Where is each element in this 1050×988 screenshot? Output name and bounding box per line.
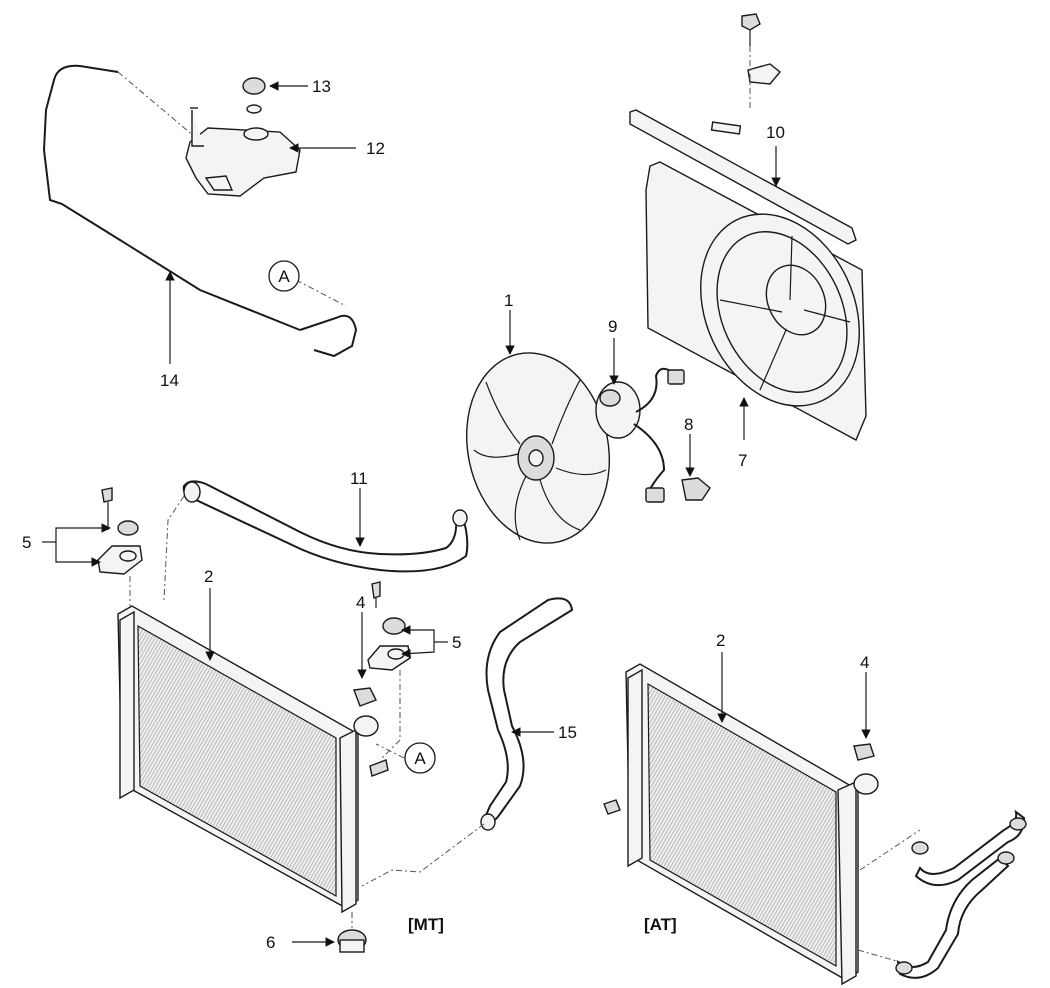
upper-hose-11 (163, 480, 469, 601)
callout-15: 15 (558, 723, 577, 742)
callout-8: 8 (684, 415, 693, 434)
callout-labels: 1 2 2 4 4 5 5 6 7 8 9 10 11 12 13 14 15 (22, 77, 869, 952)
oil-cooler-lines (857, 809, 1027, 979)
callout-1: 1 (504, 291, 513, 310)
cap-13 (242, 77, 266, 114)
cooling-fan-1 (465, 352, 611, 544)
fan-motor-9 (595, 367, 685, 503)
leader-lines (42, 81, 871, 947)
callout-14: 14 (160, 371, 179, 390)
resistor-8 (681, 477, 711, 501)
callout-7: 7 (738, 451, 747, 470)
reference-marker-a-bottom: A (375, 742, 436, 774)
overflow-hose-14 (42, 64, 358, 358)
callout-12: 12 (366, 139, 385, 158)
callout-6: 6 (266, 933, 275, 952)
bracket-set-5-right (367, 581, 411, 777)
callout-2-at: 2 (716, 631, 725, 650)
callout-4-mt: 4 (356, 593, 365, 612)
reference-marker-a-top: A (268, 260, 300, 292)
callout-5-left: 5 (22, 533, 31, 552)
ref-a-top-label: A (278, 267, 290, 286)
callout-9: 9 (608, 317, 617, 336)
ref-a-bottom-label: A (414, 749, 426, 768)
callout-11: 11 (350, 469, 368, 488)
lower-hose-15 (361, 597, 574, 887)
drain-plug-6 (337, 912, 367, 953)
bracket-set-5-left (97, 487, 143, 606)
callout-4-at: 4 (860, 653, 869, 672)
bolt-top (741, 13, 781, 110)
reservoir-12 (185, 107, 301, 197)
shroud-bracket-10 (629, 109, 857, 245)
variant-label-mt: [MT] (408, 915, 444, 934)
callout-5-right: 5 (452, 633, 461, 652)
callout-10: 10 (766, 123, 785, 142)
radiator-mt-2 (117, 605, 379, 914)
fan-shroud-7 (645, 161, 867, 441)
callout-13: 13 (312, 77, 331, 96)
variant-label-at: [AT] (644, 915, 677, 934)
radiator-at-2 (603, 663, 879, 986)
callout-2-mt: 2 (204, 567, 213, 586)
